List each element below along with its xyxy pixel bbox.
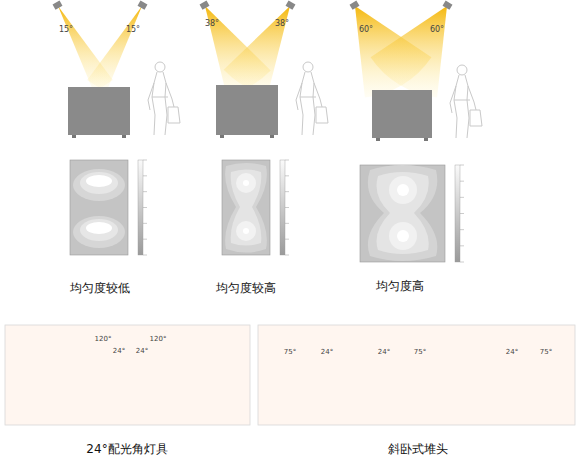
scale-tick [285, 175, 289, 176]
scale-bar [455, 165, 460, 262]
angle-label: 38° [205, 20, 219, 28]
angle-label: 15° [126, 26, 140, 34]
angle-label: 38° [275, 20, 289, 28]
scale-bar [138, 160, 143, 255]
scale-tick [460, 245, 464, 246]
spotlight [350, 1, 360, 10]
spotlight [286, 1, 296, 10]
angle-label: 120° [150, 336, 167, 343]
caption-text: 24°配光角灯具 [86, 443, 167, 455]
scale-tick [143, 175, 147, 176]
angle-label: 60° [430, 26, 444, 34]
scale-bar [280, 160, 285, 255]
spotlight [200, 1, 210, 10]
scale-tick [143, 223, 147, 224]
scale-tick [460, 213, 464, 214]
angle-label: 24° [113, 348, 125, 355]
scale-tick [285, 207, 289, 208]
angle-label: 75° [414, 349, 426, 356]
angle-label: 120° [95, 336, 112, 343]
scale-tick [143, 239, 147, 240]
scale-tick [285, 191, 289, 192]
scale-tick [285, 255, 289, 256]
scale-tick [460, 197, 464, 198]
angle-label: 24° [136, 348, 148, 355]
scale-tick [285, 160, 289, 161]
scale-tick [143, 255, 147, 256]
angle-label: 60° [359, 26, 373, 34]
scale-tick [460, 181, 464, 182]
scale-tick [460, 165, 464, 166]
light-beam [87, 6, 142, 91]
angle-label: 15° [59, 26, 73, 34]
caption-text: 斜卧式堆头 [388, 443, 448, 455]
scale-tick [143, 207, 147, 208]
angle-label: 75° [284, 349, 296, 356]
caption-text: 均匀度较高 [216, 282, 276, 294]
scale-tick [460, 262, 464, 263]
angle-label: 75° [540, 349, 552, 356]
spotlight [443, 1, 453, 10]
caption-text: 均匀度高 [376, 280, 424, 292]
spotlight [53, 1, 63, 10]
scale-tick [143, 191, 147, 192]
scale-tick [285, 223, 289, 224]
spotlight [138, 1, 148, 10]
scale-tick [460, 229, 464, 230]
light-beam [224, 6, 290, 95]
scale-tick [143, 160, 147, 161]
angle-label: 24° [378, 349, 390, 356]
scale-tick [285, 239, 289, 240]
light-beam [371, 6, 447, 97]
caption-text: 均匀度较低 [70, 282, 130, 294]
angle-label: 24° [506, 349, 518, 356]
angle-label: 24° [321, 349, 333, 356]
